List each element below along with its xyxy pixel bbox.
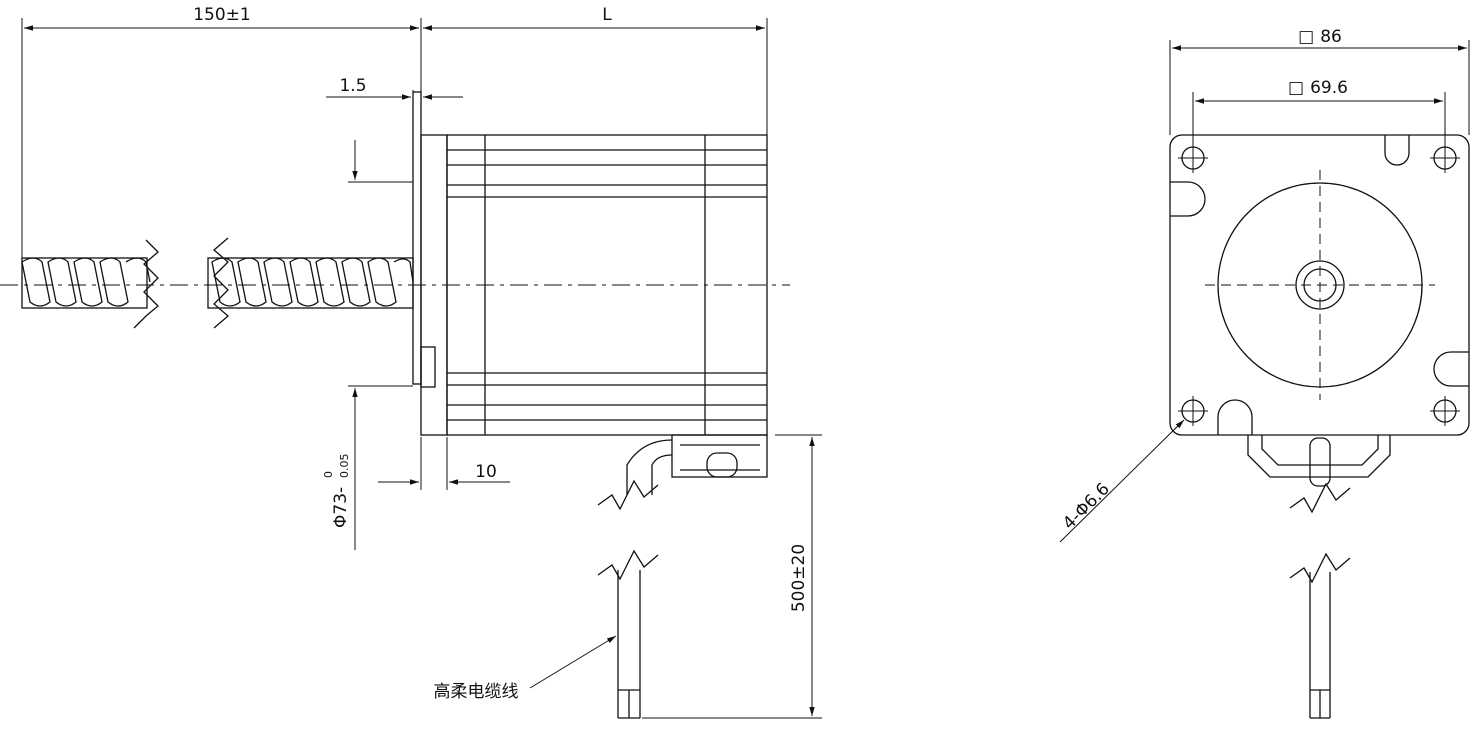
front-cable-lower <box>1309 572 1331 719</box>
hole-pitch-value: 69.6 <box>1310 78 1348 98</box>
front-cable-break-lower <box>1289 552 1351 584</box>
front-view: □ 86 □ 69.6 <box>1059 27 1470 719</box>
dim-text-boss-dia: Φ73- 0 0.05 <box>322 454 351 529</box>
cable-label: 高柔电缆线 <box>434 682 519 702</box>
mount-hole-br <box>1430 396 1460 426</box>
hole-leader <box>1059 419 1185 543</box>
dim-text-cable-length: 500±20 <box>789 544 809 612</box>
cable-outlet <box>626 434 768 495</box>
dim-text-flange-thickness: 1.5 <box>339 76 366 96</box>
notch-left <box>1170 181 1206 217</box>
dim-text-mount-holes: 4-Φ6.6 <box>1059 479 1114 534</box>
front-cable-outlet <box>1247 435 1391 478</box>
notch-bottom <box>1217 399 1253 435</box>
notch-top <box>1384 135 1410 166</box>
mount-plate <box>1169 134 1470 436</box>
motor-body <box>446 134 768 436</box>
lead-screw-right <box>207 237 414 329</box>
square-symbol: □ <box>1298 27 1314 47</box>
front-cable-stub <box>1309 437 1331 487</box>
outer-square-value: 86 <box>1320 27 1342 47</box>
cable-lower <box>617 570 641 719</box>
front-cable-outlet-inner <box>1261 435 1379 466</box>
dim-text-boss-depth: 10 <box>475 462 497 482</box>
mount-hole-bl <box>1178 396 1208 426</box>
square-symbol-2: □ <box>1288 78 1304 98</box>
mount-hole-tl <box>1178 143 1208 173</box>
boss-tol-lower: 0.05 <box>338 454 351 479</box>
lead-screw-left <box>21 239 159 329</box>
boss-dia-main: Φ73- <box>331 487 351 528</box>
dim-text-hole-pitch: □ 69.6 <box>1288 78 1348 98</box>
dim-text-screw-length: 150±1 <box>193 5 251 25</box>
cable-leader <box>529 635 617 689</box>
shaft-outer <box>1295 260 1345 310</box>
dim-text-outer-square: □ 86 <box>1298 27 1342 47</box>
dim-text-body-length: L <box>602 5 612 25</box>
boss-tol-upper: 0 <box>322 471 335 478</box>
front-cable-break-upper <box>1289 482 1351 514</box>
side-view: 150±1 L 1.5 10 高柔电缆线 Φ73- 0 0.05 500±20 <box>0 5 822 719</box>
boss-notch <box>420 346 436 388</box>
cable-break-lower <box>597 549 659 581</box>
mount-hole-tr <box>1430 143 1460 173</box>
cable-break-upper <box>597 479 659 511</box>
front-flange-plate <box>412 91 422 385</box>
notch-right <box>1433 351 1469 387</box>
